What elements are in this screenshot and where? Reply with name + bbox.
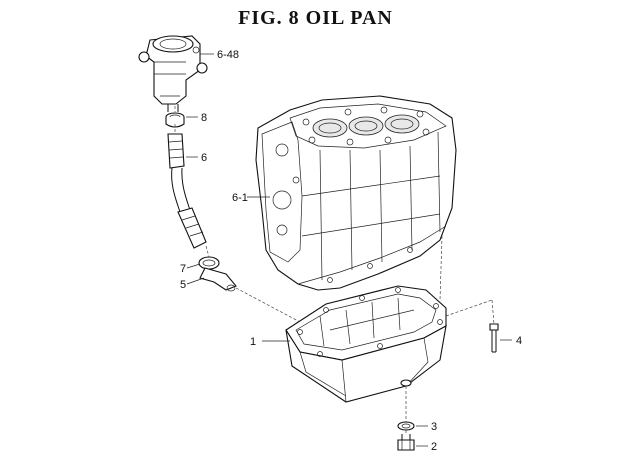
part-6-1-cylinder-block (247, 95, 457, 291)
figure-title: FIG. 8 OIL PAN (238, 7, 393, 29)
callout-5: 5 (180, 279, 186, 291)
callout-6-48: 6-48 (217, 49, 239, 61)
part-8-seal (165, 112, 198, 128)
assembly-leader-lines (174, 106, 495, 434)
callout-6-1: 6-1 (232, 192, 248, 204)
part-4-bolt (489, 323, 512, 353)
part-6-dipstick-tube (167, 133, 207, 249)
part-7-clamp (198, 256, 220, 270)
part-1-oil-pan (262, 285, 447, 403)
part-3-gasket (397, 421, 428, 431)
callout-3: 3 (431, 421, 437, 433)
callout-1: 1 (250, 336, 256, 348)
callout-7: 7 (180, 263, 186, 275)
callout-8: 8 (201, 112, 207, 124)
callout-leaders (186, 263, 205, 285)
part-2-drain-plug (397, 434, 428, 451)
part-5-elbow (199, 267, 237, 292)
callout-6: 6 (201, 152, 207, 164)
callout-2: 2 (431, 441, 437, 453)
callout-4: 4 (516, 335, 522, 347)
part-6-48-filter-housing (138, 35, 214, 112)
